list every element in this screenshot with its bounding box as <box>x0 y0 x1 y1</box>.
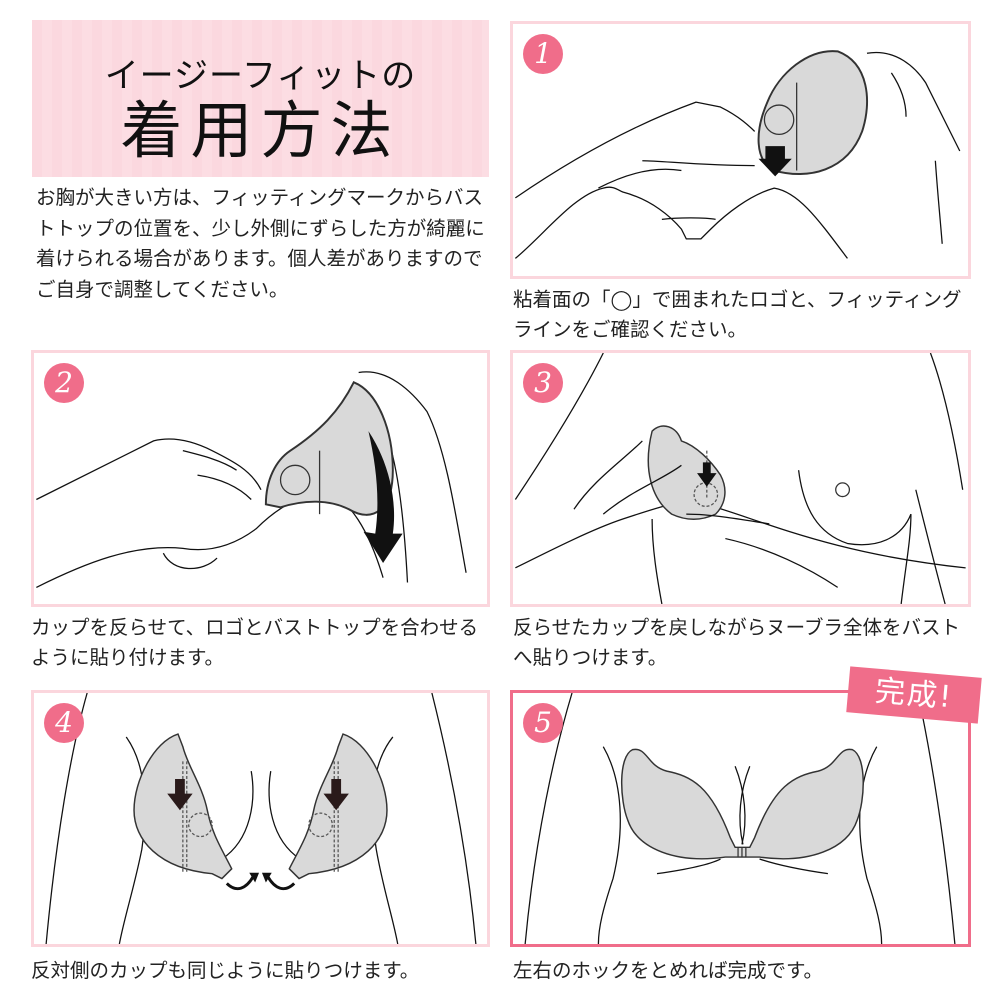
step-3-caption: 反らせたカップを戻しながらヌーブラ全体をバストへ貼りつけます。 <box>513 616 960 669</box>
step-5-caption: 左右のホックをとめれば完成です。 <box>513 959 824 982</box>
step-3-illustration <box>514 353 966 604</box>
intro-note: お胸が大きい方は、フィッティングマークからバストトップの位置を、少し外側にずらし… <box>36 186 485 301</box>
step-3-panel: 3 <box>510 350 971 607</box>
step-2-illustration <box>36 371 467 588</box>
bra-icon <box>620 748 864 860</box>
page-title: 着用方法 <box>120 94 401 167</box>
curved-arrow-icon <box>363 431 403 563</box>
step-4-illustration <box>45 693 477 944</box>
step-1-illustration <box>514 50 961 259</box>
step-5-illustration <box>524 693 956 944</box>
step-5-panel: 5 <box>510 690 971 947</box>
down-arrow-icon <box>697 462 717 487</box>
step-1-caption: 粘着面の「◯」で囲まれたロゴと、フィッティングラインをご確認ください。 <box>513 288 962 341</box>
step-4-caption: 反対側のカップも同じように貼りつけます。 <box>31 959 420 982</box>
title-banner: イージーフィットの 着用方法 <box>32 20 489 177</box>
down-arrow-icon <box>758 146 792 177</box>
title-subtitle: イージーフィットの <box>104 56 417 96</box>
curved-arrow-icon <box>225 875 255 891</box>
step-4-panel: 4 <box>31 690 490 947</box>
down-arrow-icon <box>167 778 193 811</box>
step-1-panel: 1 <box>510 21 971 279</box>
step-2-panel: 2 <box>31 350 490 607</box>
step-2-caption: カップを反らせて、ロゴとバストトップを合わせるように貼り付けます。 <box>31 616 479 669</box>
cup-icon <box>264 381 394 516</box>
step-number-badge: 1 <box>523 34 563 74</box>
step-number-badge: 3 <box>523 363 563 403</box>
step-number-badge: 4 <box>44 703 84 743</box>
cup-icon <box>647 425 726 521</box>
down-arrow-icon <box>323 778 349 811</box>
step-number-badge: 2 <box>44 363 84 403</box>
curved-arrow-icon <box>266 875 296 891</box>
step-number-badge: 5 <box>523 703 563 743</box>
